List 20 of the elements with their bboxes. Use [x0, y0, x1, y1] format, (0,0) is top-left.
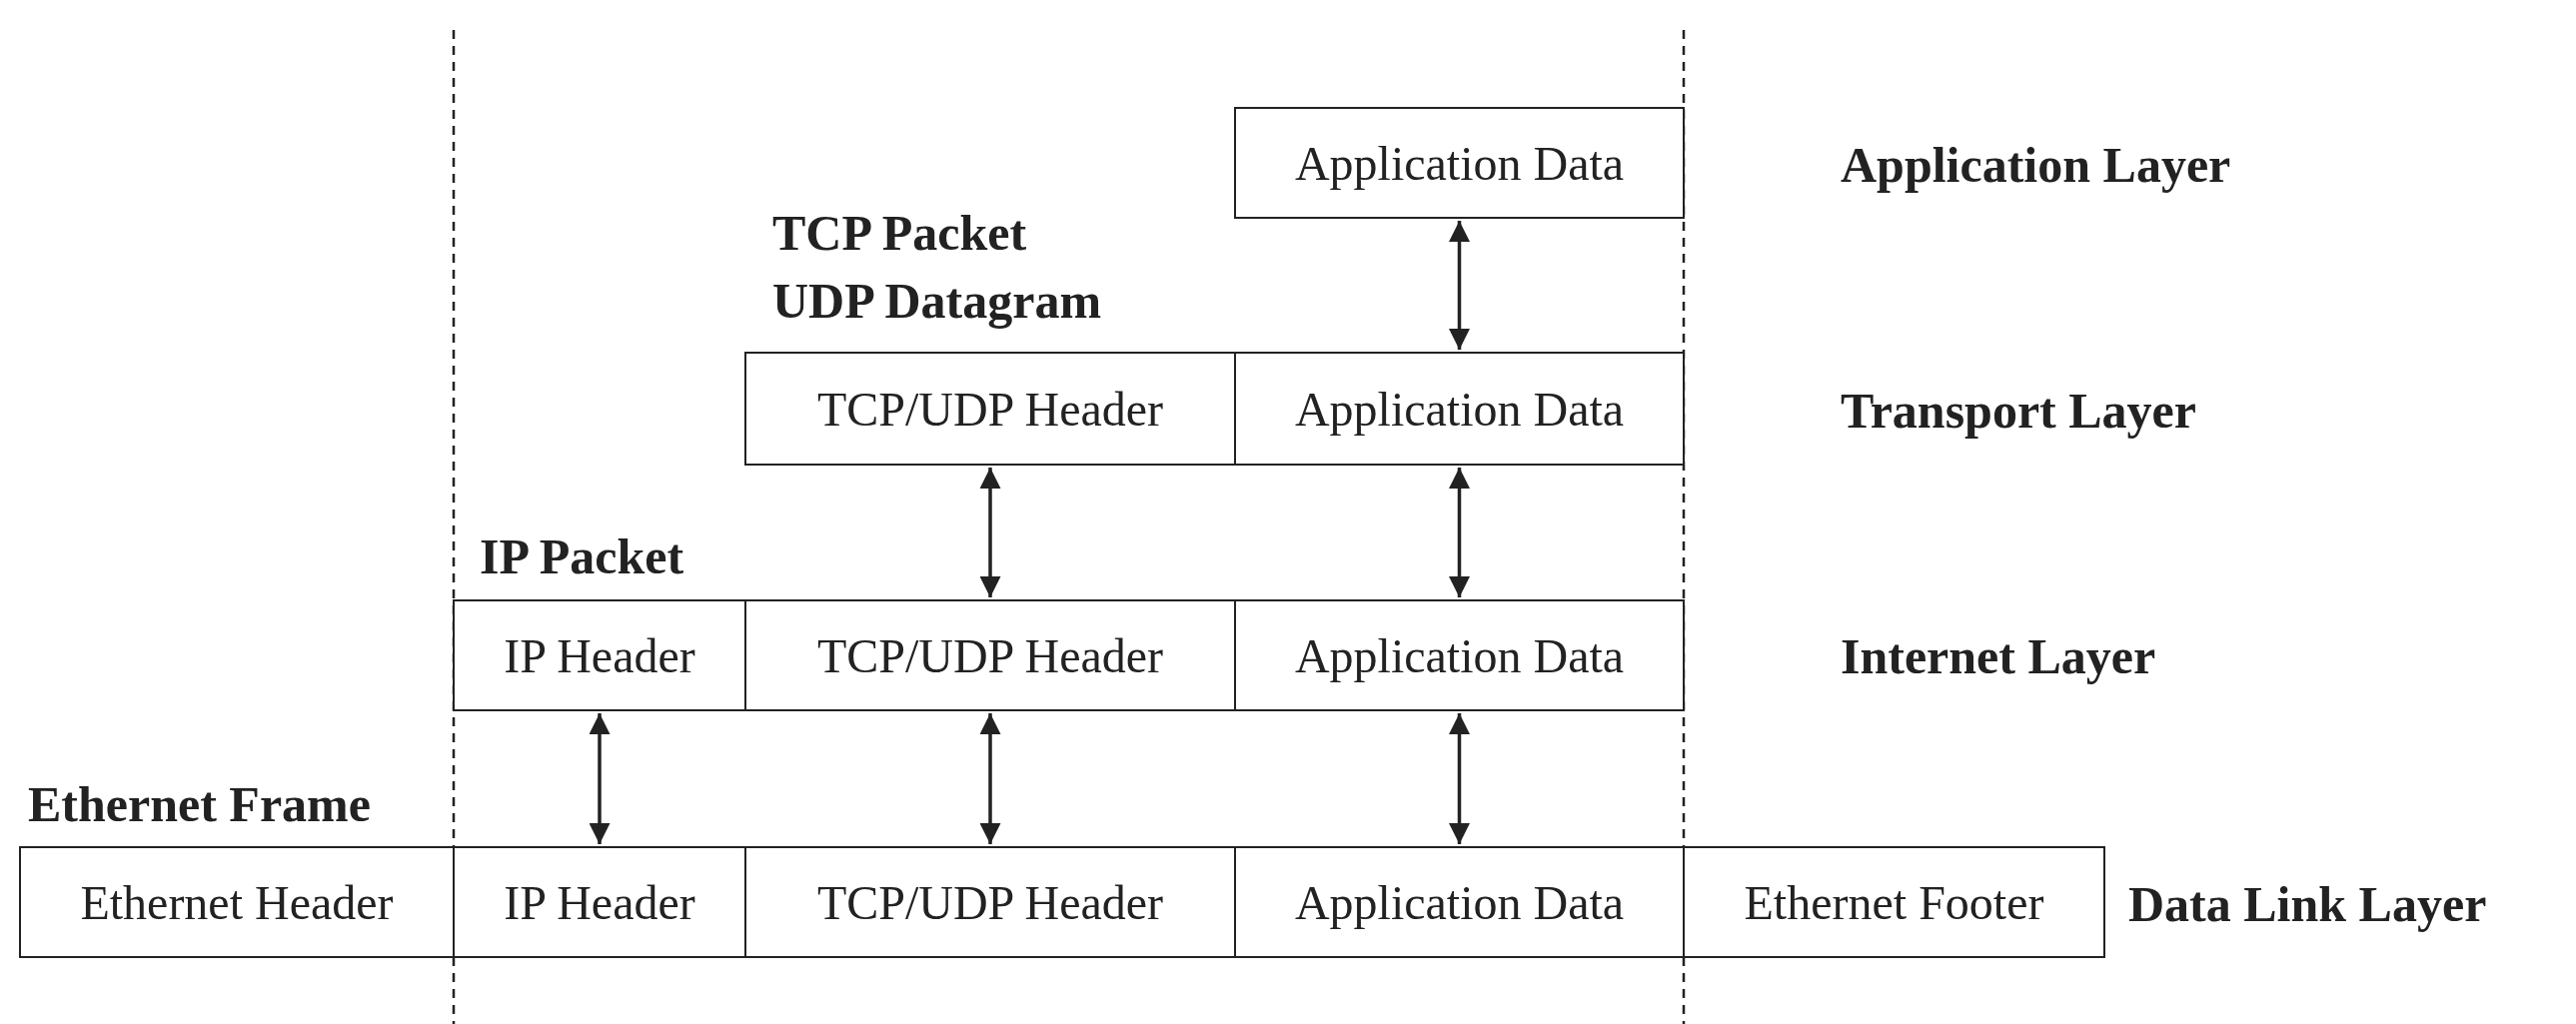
arrow [979, 713, 1001, 844]
packet-label: TCP Packet [772, 208, 1027, 258]
arrow [1449, 713, 1470, 844]
arrow [589, 713, 611, 844]
header-field-box: TCP/UDP Header [744, 352, 1236, 466]
arrow [1449, 468, 1470, 597]
header-field-box: TCP/UDP Header [744, 599, 1236, 711]
header-field-box: TCP/UDP Header [744, 846, 1236, 958]
packet-label: IP Packet [480, 531, 684, 581]
header-field-box: Ethernet Header [19, 846, 455, 958]
data-field-box: Application Data [1234, 107, 1685, 219]
data-field-box: Application Data [1234, 846, 1685, 958]
footer-field-box: Ethernet Footer [1683, 846, 2105, 958]
arrow [1449, 221, 1470, 350]
header-field-box: IP Header [453, 846, 746, 958]
data-field-box: Application Data [1234, 352, 1685, 466]
header-field-box: IP Header [453, 599, 746, 711]
packet-label: Ethernet Frame [28, 779, 371, 829]
data-field-box: Application Data [1234, 599, 1685, 711]
arrow [979, 468, 1001, 597]
